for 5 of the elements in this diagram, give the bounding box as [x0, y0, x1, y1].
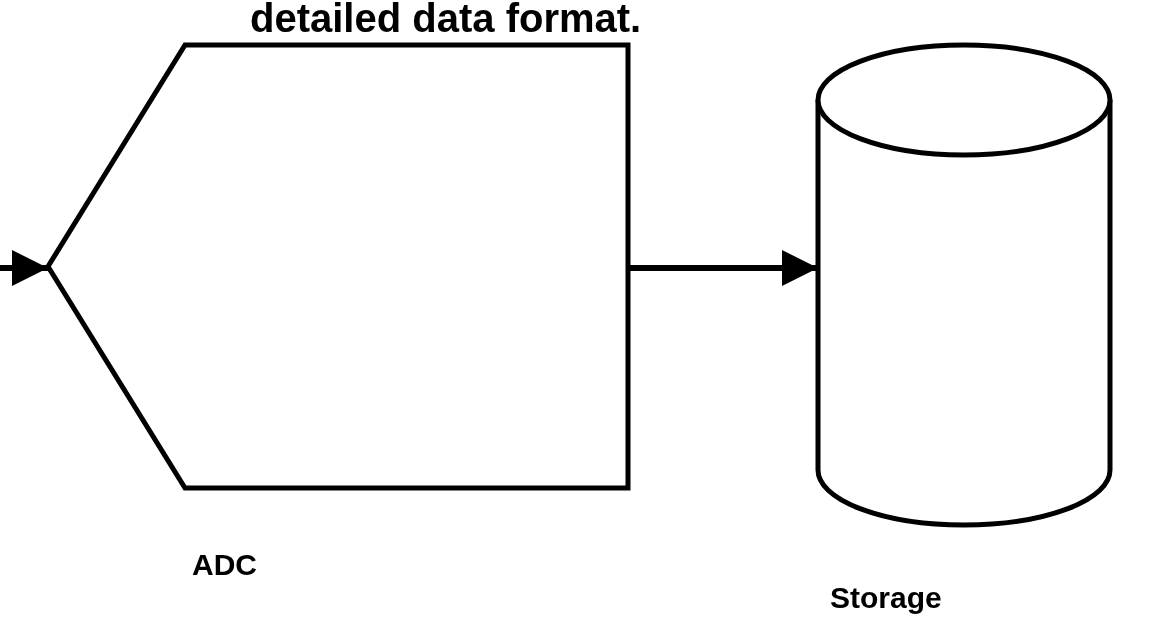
node-label: Storage: [830, 581, 942, 615]
arrow: [628, 250, 818, 286]
node-label: ADC: [192, 548, 257, 582]
arrow: [0, 250, 48, 286]
title: detailed data format.: [250, 0, 642, 41]
